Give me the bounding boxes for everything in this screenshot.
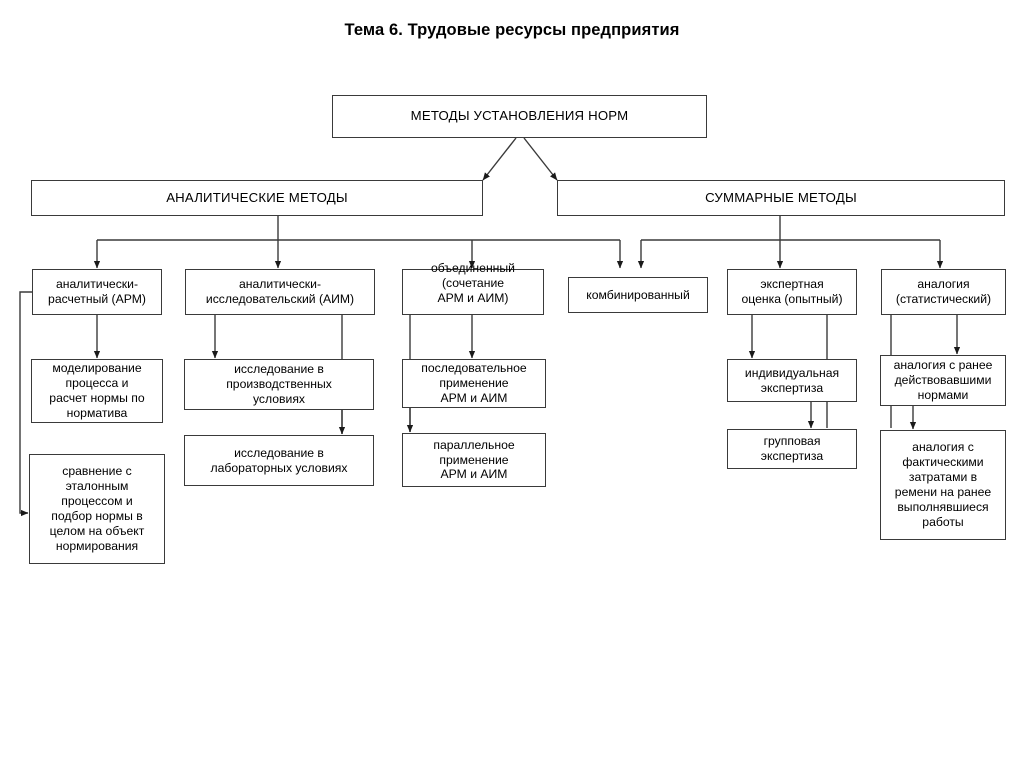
node-aim-label: аналитически-исследовательский (АИМ) xyxy=(205,277,355,306)
node-arm-label: аналитически-расчетный (АРМ) xyxy=(48,277,146,306)
node-aim[interactable]: аналитически-исследовательский (АИМ) xyxy=(185,269,375,315)
node-summary-methods[interactable]: СУММАРНЫЕ МЕТОДЫ xyxy=(557,180,1005,216)
node-kombinirovanny-label: комбинированный xyxy=(586,287,690,302)
node-kombinirovanny[interactable]: комбинированный xyxy=(568,277,708,313)
page-title: Тема 6. Трудовые ресурсы предприятия xyxy=(344,21,680,39)
node-analogy[interactable]: аналогия(статистический) xyxy=(881,269,1006,315)
node-summary-methods-label: СУММАРНЫЕ МЕТОДЫ xyxy=(705,189,857,205)
node-analytical-methods-label: АНАЛИТИЧЕСКИЕ МЕТОДЫ xyxy=(166,189,348,205)
node-analytical-methods[interactable]: АНАЛИТИЧЕСКИЕ МЕТОДЫ xyxy=(31,180,483,216)
node-analogy-label: аналогия(статистический) xyxy=(895,277,992,306)
node-arm[interactable]: аналитически-расчетный (АРМ) xyxy=(32,269,162,315)
node-root[interactable]: МЕТОДЫ УСТАНОВЛЕНИЯ НОРМ xyxy=(332,95,707,138)
node-root-label: МЕТОДЫ УСТАНОВЛЕНИЯ НОРМ xyxy=(410,108,629,124)
